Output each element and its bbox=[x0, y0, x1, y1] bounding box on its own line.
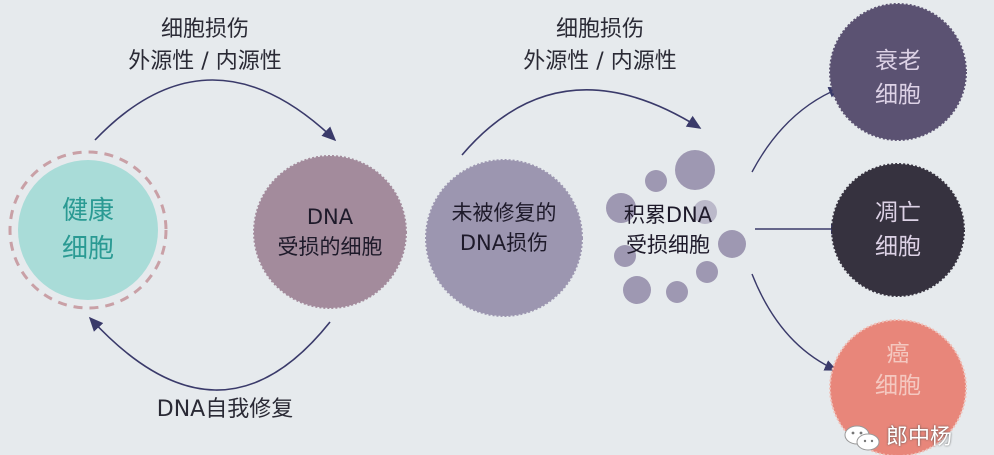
damage-label-2-line1: 细胞损伤 bbox=[555, 17, 644, 42]
repair-arrow bbox=[88, 316, 331, 391]
accumulated-dots bbox=[606, 150, 746, 304]
accumulated-cell-label: 积累DNA 受损细胞 bbox=[624, 200, 712, 260]
wechat-icon bbox=[844, 425, 880, 451]
senescent-line2: 细胞 bbox=[875, 82, 921, 108]
damage-label-1: 细胞损伤 外源性 / 内源性 bbox=[128, 14, 281, 78]
healthy-cell-label: 健康 细胞 bbox=[62, 192, 114, 268]
damaged-line1: DNA bbox=[306, 205, 354, 229]
cancer-line2: 细胞 bbox=[875, 373, 921, 399]
senescent-line1: 衰老 bbox=[875, 48, 921, 74]
healthy-line1: 健康 bbox=[61, 196, 115, 226]
apoptotic-cell bbox=[831, 163, 965, 297]
apoptotic-line2: 细胞 bbox=[875, 234, 921, 260]
repair-label: DNA自我修复 bbox=[156, 397, 294, 422]
damage-label-1-line2: 外源性 / 内源性 bbox=[128, 49, 282, 74]
healthy-cell bbox=[18, 160, 158, 300]
healthy-cell-ring bbox=[8, 150, 168, 310]
healthy-line2: 细胞 bbox=[61, 234, 115, 264]
cancer-cell-label: 癌 细胞 bbox=[875, 338, 921, 402]
cancer-line1: 癌 bbox=[886, 341, 910, 367]
cancer-cell bbox=[829, 319, 967, 455]
to-senescent-arrow bbox=[751, 86, 842, 173]
damaged-line2: 受损的细胞 bbox=[277, 235, 383, 259]
senescent-cell-label: 衰老 细胞 bbox=[875, 44, 921, 112]
senescent-cell bbox=[829, 3, 967, 141]
unrepaired-cell-label: 未被修复的 DNA损伤 bbox=[452, 198, 557, 258]
accumulated-line2: 受损细胞 bbox=[626, 233, 710, 257]
damaged-cell-label: DNA 受损的细胞 bbox=[278, 202, 383, 262]
damaged-cell bbox=[253, 155, 407, 309]
to-cancer-arrow bbox=[751, 273, 838, 371]
unrepaired-cell bbox=[425, 159, 583, 317]
apoptotic-line1: 凋亡 bbox=[875, 200, 921, 226]
watermark-text: 郎中杨 bbox=[886, 425, 953, 450]
unrepaired-line1: 未被修复的 bbox=[451, 201, 557, 225]
apoptotic-cell-label: 凋亡 细胞 bbox=[875, 196, 921, 264]
watermark: 郎中杨 bbox=[842, 424, 952, 452]
damage-arrow-1 bbox=[94, 79, 337, 142]
unrepaired-line2: DNA损伤 bbox=[459, 231, 549, 255]
damage-label-2: 细胞损伤 外源性 / 内源性 bbox=[523, 14, 676, 78]
accumulated-line1: 积累DNA bbox=[623, 203, 713, 227]
damage-label-1-line1: 细胞损伤 bbox=[160, 17, 249, 42]
damage-label-2-line2: 外源性 / 内源性 bbox=[523, 49, 677, 74]
damage-arrow-2 bbox=[461, 89, 702, 156]
